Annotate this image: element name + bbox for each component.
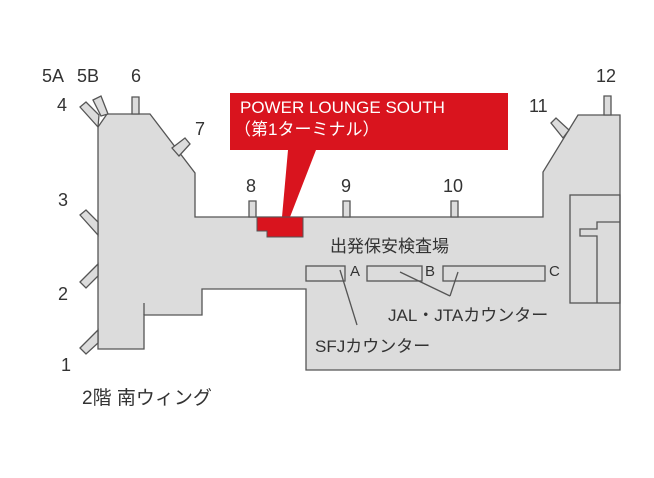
sfj-counter-box	[305, 265, 346, 282]
gate-label-2: 2	[58, 284, 69, 304]
gate-stub-11	[550, 117, 570, 140]
counter-label-c: C	[549, 263, 560, 280]
gate-stub-10	[450, 200, 459, 218]
gate-label-1: 1	[61, 355, 72, 375]
gate-stub-9	[342, 200, 351, 218]
gate-label-5b: 5B	[77, 66, 100, 86]
gate-stub-2	[79, 262, 99, 289]
callout-box	[230, 93, 508, 150]
gate-stub-8	[248, 200, 257, 218]
gate-label-10: 10	[443, 176, 464, 196]
counter-a-box	[366, 265, 423, 282]
gate-label-3: 3	[58, 190, 69, 210]
gate-stub-7	[171, 137, 191, 157]
gate-stub-5b	[92, 95, 109, 117]
counter-label-a: A	[350, 263, 361, 280]
callout-pointer	[282, 150, 316, 217]
power-lounge-callout: POWER LOUNGE SOUTH （第1ターミナル）	[230, 93, 508, 150]
gate-label-7: 7	[195, 119, 206, 139]
counter-b-box	[442, 265, 546, 282]
power-lounge-location	[256, 216, 304, 238]
callout-title: POWER LOUNGE SOUTH	[240, 98, 445, 117]
gate-label-9: 9	[341, 176, 352, 196]
gate-stub-6	[131, 96, 140, 115]
gate-label-8: 8	[246, 176, 257, 196]
internal-room	[569, 194, 621, 304]
gate-label-12: 12	[596, 66, 617, 86]
security-checkpoint-label: 出発保安検査場	[330, 237, 449, 256]
callout-subtitle: （第1ターミナル）	[234, 120, 380, 139]
sfj-counter-label: SFJカウンター	[315, 337, 431, 356]
gate-stub-4	[79, 101, 100, 129]
gate-stub-1	[79, 328, 99, 355]
gate-label-11: 11	[529, 96, 548, 116]
counter-label-b: B	[425, 263, 436, 280]
gate-label-4: 4	[57, 95, 68, 115]
gate-stub-12	[603, 95, 612, 116]
floor-label: 2階 南ウィング	[82, 388, 212, 409]
gate-stub-3	[79, 209, 99, 237]
gate-label-5a: 5A	[42, 66, 65, 86]
gate-label-6: 6	[131, 66, 142, 86]
jal-jta-counter-label: JAL・JTAカウンター	[388, 306, 549, 325]
